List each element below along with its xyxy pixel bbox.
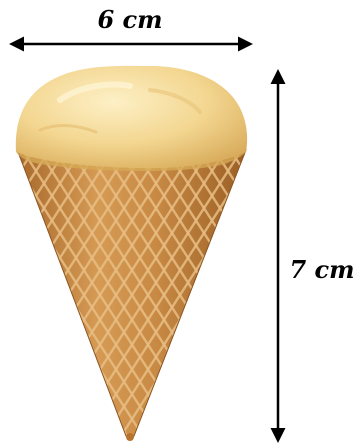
waffle-line <box>238 150 246 439</box>
waffle-line <box>320 140 360 444</box>
waffle-line <box>0 140 8 444</box>
waffle-line <box>288 140 360 444</box>
waffle-line <box>336 140 360 444</box>
waffle-line <box>78 150 246 439</box>
waffle-line <box>222 150 246 439</box>
waffle-line <box>336 140 360 444</box>
width-label: 6 cm <box>97 5 162 34</box>
waffle-line <box>304 140 360 444</box>
waffle-line <box>352 140 360 444</box>
waffle-line <box>190 150 246 439</box>
waffle-line <box>272 140 360 444</box>
waffle-line <box>0 140 8 444</box>
waffle-line <box>18 150 186 439</box>
waffle-line <box>222 150 246 439</box>
waffle-line <box>18 150 26 439</box>
waffle-line <box>272 140 360 444</box>
waffle-line <box>174 150 246 439</box>
waffle-line <box>352 140 360 444</box>
waffle-line <box>304 140 360 444</box>
waffle-cone <box>0 140 360 444</box>
waffle-line <box>18 150 106 439</box>
waffle-line <box>158 150 246 439</box>
waffle-line <box>18 150 90 439</box>
height-label: 7 cm <box>289 255 354 284</box>
ice-cream-scoop <box>15 65 248 172</box>
waffle-line <box>288 140 360 444</box>
waffle-line <box>18 150 26 439</box>
waffle-line <box>320 140 360 444</box>
waffle-line <box>18 150 74 439</box>
waffle-line <box>256 140 360 444</box>
waffle-line <box>238 150 246 439</box>
waffle-line <box>256 140 360 444</box>
